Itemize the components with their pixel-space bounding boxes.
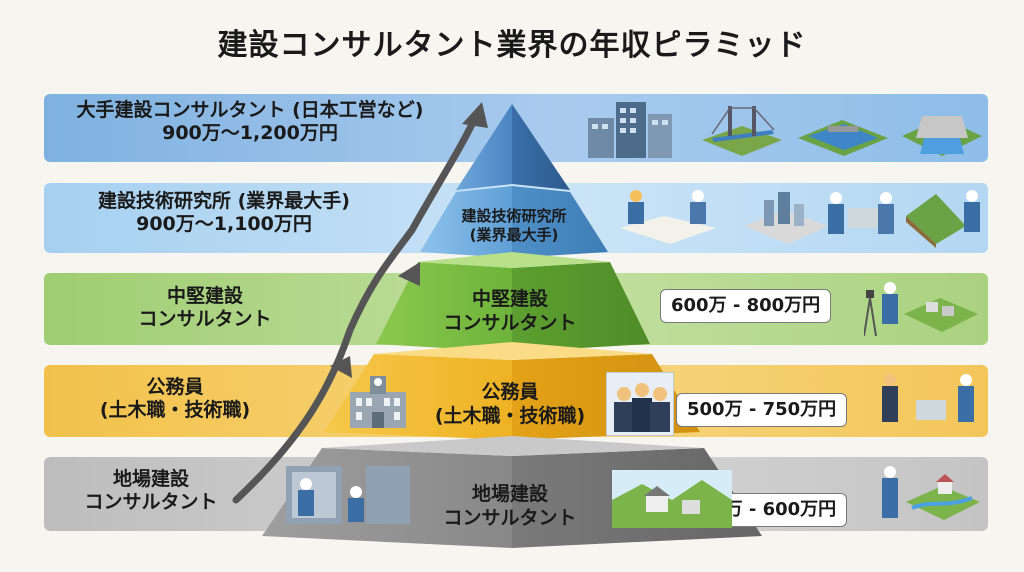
tier-name-line2: (土木職・技術職)	[99, 399, 251, 422]
office-buildings-icon	[588, 102, 672, 158]
tier-name-line2: コンサルタント	[138, 308, 272, 331]
pyramid-label-civil-servants: 公務員 (土木職・技術職)	[410, 381, 610, 429]
tier-label-mid-consultants: 中堅建設 コンサルタント	[60, 285, 350, 331]
tier-label-ctie: 建設技術研究所 (業界最大手) 900万〜1,100万円	[44, 190, 404, 236]
pyramid-label-line1: 地場建設	[471, 483, 548, 505]
water-dam-icon	[902, 116, 982, 156]
local-town-icon	[612, 470, 732, 528]
tier-salary: 900万〜1,200万円	[162, 122, 338, 145]
city-model-icon	[744, 192, 828, 244]
pyramid-apex-right	[512, 104, 570, 190]
salary-badge-mid-consultants: 600万 - 800万円	[660, 289, 832, 323]
pyramid-label-line1: 建設技術研究所	[461, 207, 567, 225]
pyramid-tier4-top	[374, 342, 652, 360]
tier-label-major-consultants: 大手建設コンサルタント (日本工営など) 900万〜1,200万円	[44, 99, 456, 145]
tier-name: 建設技術研究所 (業界最大手)	[98, 190, 350, 212]
pyramid-tier2-left	[420, 186, 512, 258]
tier-label-civil-servants: 公務員 (土木職・技術職)	[60, 376, 290, 422]
field-workers-icon	[286, 466, 410, 524]
pyramid-label-line1: 公務員	[481, 381, 539, 403]
office-workers-icon	[882, 374, 974, 422]
pyramid-label-line2: (業界最大手)	[469, 225, 559, 244]
slope-survey-icon	[906, 190, 980, 248]
pyramid-label-line2: コンサルタント	[443, 506, 577, 529]
engineers-planning-icon	[620, 190, 716, 244]
surveyor-icon	[864, 282, 898, 337]
site-plan-icon	[904, 298, 978, 332]
river-dam-icon	[798, 120, 888, 156]
pyramid-label-line1: 中堅建設	[471, 288, 548, 310]
pyramid-label-line2: (土木職・技術職)	[434, 404, 586, 427]
pyramid-tier3-right	[512, 262, 650, 352]
pyramid-label-line2: コンサルタント	[443, 311, 577, 334]
page-title: 建設コンサルタント業界の年収ピラミッド	[217, 28, 807, 63]
pyramid-label-local-consultants: 地場建設 コンサルタント	[410, 483, 610, 531]
pyramid-tier5-top	[322, 436, 704, 456]
tier-salary: 900万〜1,100万円	[136, 213, 312, 236]
salary-badge-civil-servants: 500万 - 750万円	[676, 393, 848, 427]
tier1-illustrations	[588, 102, 982, 158]
pyramid-apex-left	[456, 104, 512, 190]
tier-name-line1: 地場建設	[112, 468, 189, 490]
tier-name: 大手建設コンサルタント (日本工営など)	[76, 99, 424, 121]
tier-label-local-consultants: 地場建設 コンサルタント	[56, 468, 246, 514]
pyramid-tier3-top	[418, 252, 610, 268]
field-engineer-icon	[882, 466, 980, 520]
engineers-meeting-icon	[828, 192, 894, 234]
pyramid-tier3-left	[376, 262, 512, 352]
bridge-icon	[702, 106, 782, 156]
tier-name-line2: コンサルタント	[84, 491, 218, 514]
pyramid-label-ctie: 建設技術研究所 (業界最大手)	[424, 207, 604, 245]
tier2-illustrations	[620, 190, 980, 248]
tier-name-line1: 中堅建設	[166, 285, 243, 307]
tier3-illustrations	[864, 282, 978, 337]
tier-name-line1: 公務員	[146, 376, 204, 398]
civil-servants-icon	[606, 372, 674, 436]
city-hall-icon	[350, 376, 406, 428]
pyramid-label-mid-consultants: 中堅建設 コンサルタント	[410, 288, 610, 336]
pyramid-tier2-right	[512, 186, 608, 258]
